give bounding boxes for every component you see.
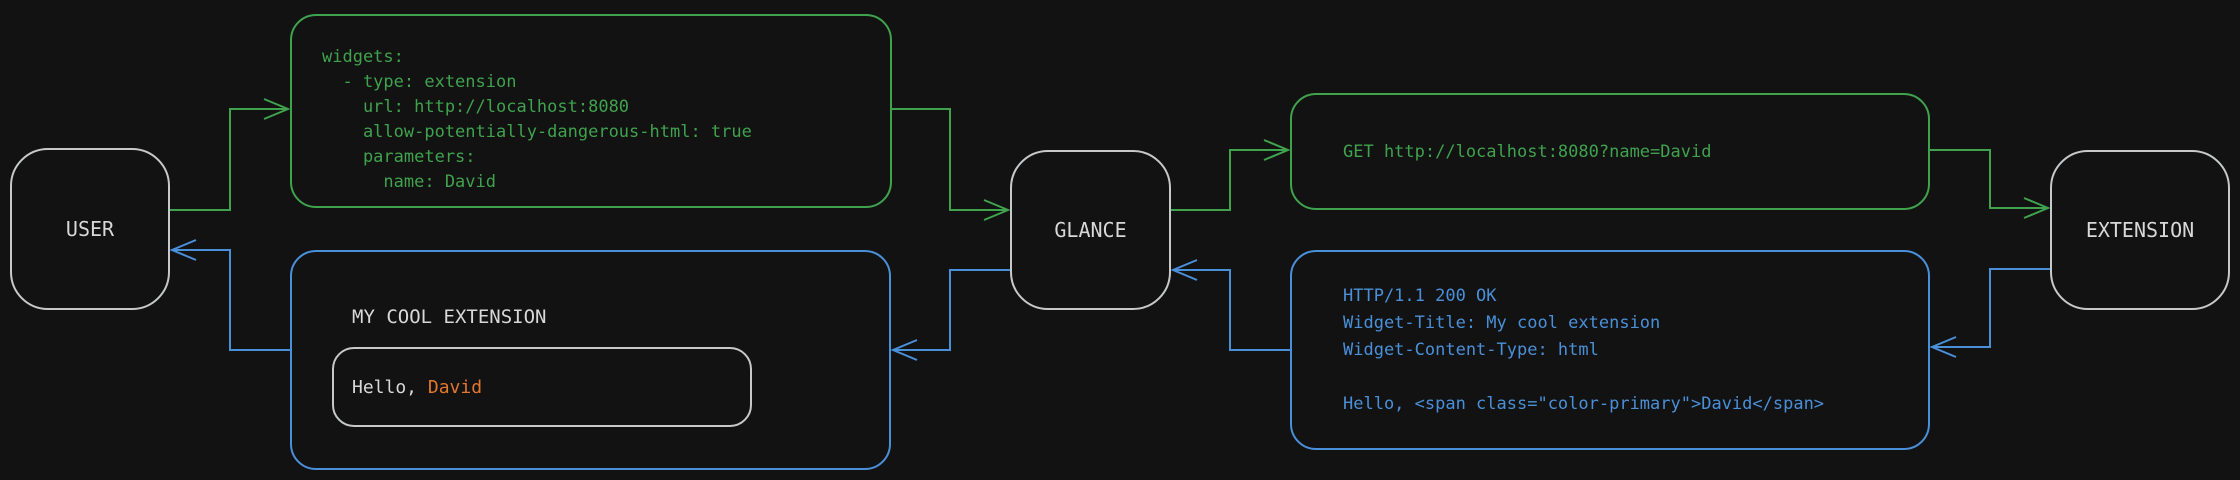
node-extension-label: EXTENSION <box>2085 218 2195 242</box>
http-request-text: GET http://localhost:8080?name=David <box>1343 141 1712 162</box>
config-line: allow-potentially-dangerous-html: true <box>322 122 752 142</box>
node-user-label: USER <box>65 217 115 241</box>
greeting-prefix: Hello, <box>352 376 428 398</box>
widget-preview-box: MY COOL EXTENSION Hello, David <box>290 250 891 470</box>
config-line: widgets: <box>322 47 404 67</box>
greeting-name: David <box>427 376 483 398</box>
request-path-arrows <box>170 109 2048 210</box>
config-line: parameters: <box>322 147 476 167</box>
http-response-box: HTTP/1.1 200 OK Widget-Title: My cool ex… <box>1290 250 1930 450</box>
config-line: - type: extension <box>322 72 517 92</box>
arrow-user-to-config <box>170 109 288 211</box>
arrow-request-to-extension <box>1930 149 2048 208</box>
response-line: Widget-Content-Type: html <box>1343 340 1599 360</box>
config-yaml-box: widgets: - type: extension url: http://l… <box>290 14 892 208</box>
node-glance-label: GLANCE <box>1054 218 1127 242</box>
arrow-glance-to-preview <box>893 269 1010 350</box>
response-line: HTTP/1.1 200 OK <box>1343 286 1497 306</box>
response-path-arrows <box>172 250 2050 350</box>
config-line: url: http://localhost:8080 <box>322 97 630 117</box>
arrow-glance-to-request <box>1171 150 1288 211</box>
arrow-preview-to-user <box>172 250 290 351</box>
arrow-response-to-glance <box>1173 270 1290 351</box>
http-request-box: GET http://localhost:8080?name=David <box>1290 93 1930 210</box>
widget-preview-card: Hello, David <box>332 347 752 427</box>
response-line <box>1343 364 1918 391</box>
widget-preview-title: MY COOL EXTENSION <box>352 306 547 328</box>
arrow-config-to-glance <box>892 108 1008 210</box>
node-user: USER <box>10 148 170 310</box>
response-line: Widget-Title: My cool extension <box>1343 313 1661 333</box>
node-extension: EXTENSION <box>2050 150 2230 310</box>
arrow-extension-to-response <box>1932 268 2050 347</box>
config-line: name: David <box>322 172 496 192</box>
response-line: Hello, <span class="color-primary">David… <box>1343 394 1825 414</box>
node-glance: GLANCE <box>1010 150 1171 310</box>
